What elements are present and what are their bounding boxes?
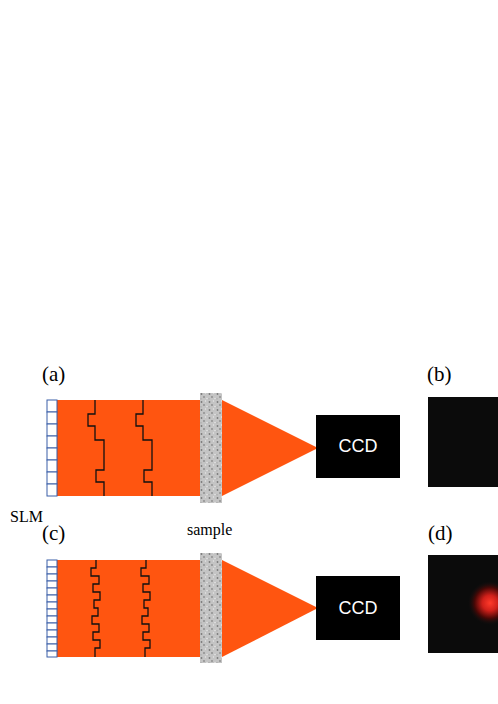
focus-cone bbox=[222, 560, 318, 657]
device-label: CCD bbox=[339, 598, 378, 619]
row-a bbox=[47, 393, 498, 503]
row-c bbox=[47, 553, 498, 663]
scattering-sample bbox=[200, 393, 222, 503]
beam bbox=[57, 560, 200, 657]
panel-label: (d) bbox=[428, 523, 453, 544]
panel-label: (c) bbox=[42, 523, 65, 544]
wavefront bbox=[136, 400, 152, 496]
panel-label: (a) bbox=[42, 364, 65, 385]
scattering-sample bbox=[200, 553, 222, 663]
wavefront bbox=[141, 560, 150, 657]
beam bbox=[57, 400, 200, 496]
focus-cone bbox=[222, 400, 318, 496]
slm-pixels bbox=[47, 560, 57, 657]
part-label: sample bbox=[187, 522, 232, 538]
focus-spot bbox=[468, 581, 498, 625]
wavefront bbox=[91, 560, 100, 657]
device-label: CCD bbox=[339, 436, 378, 457]
panel-label: (b) bbox=[427, 364, 452, 385]
ccd-camera: CCD bbox=[316, 576, 400, 640]
slm-pixels bbox=[47, 400, 57, 496]
ccd-camera: CCD bbox=[316, 415, 400, 478]
camera-image-dark bbox=[428, 397, 498, 487]
part-label: SLM bbox=[10, 509, 43, 525]
wavefront bbox=[88, 400, 104, 496]
